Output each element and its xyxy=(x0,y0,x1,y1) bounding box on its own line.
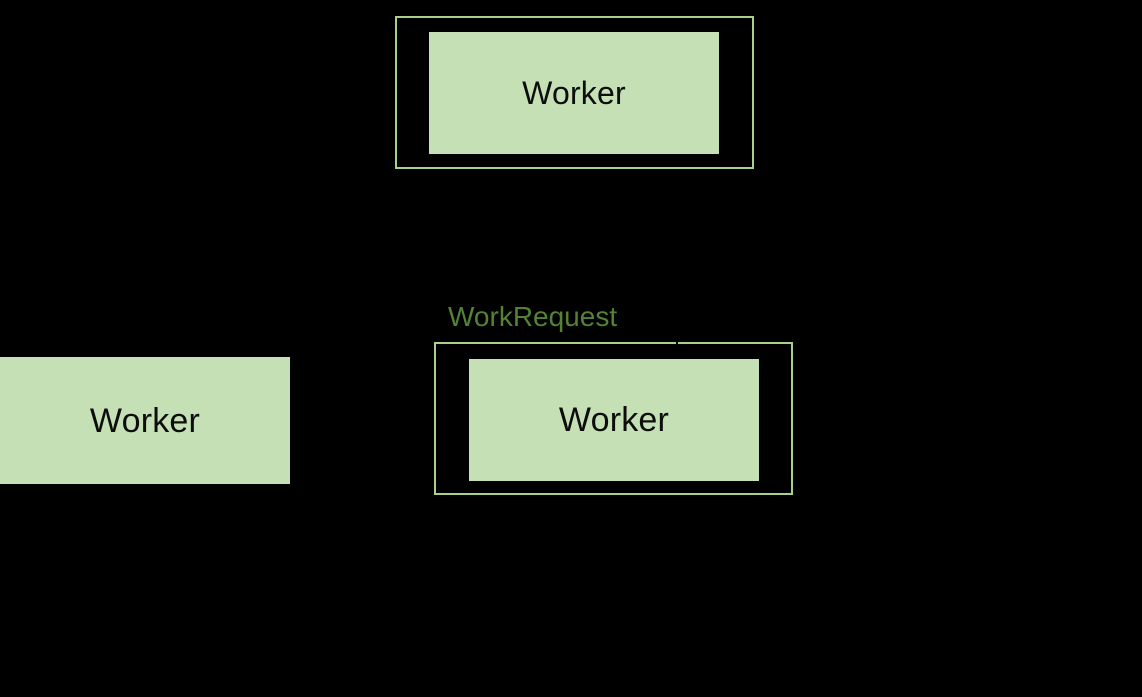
worker-node-top-label: Worker xyxy=(522,75,626,111)
group-frame-top[interactable] xyxy=(395,16,754,169)
group-frame-workrequest[interactable] xyxy=(434,342,793,495)
worker-node-top[interactable]: Worker xyxy=(429,32,719,154)
worker-node-middle[interactable]: Worker xyxy=(469,359,759,481)
worker-node-left-label: Worker xyxy=(89,401,201,440)
worker-node-left[interactable]: Worker xyxy=(0,357,290,484)
frame-border-notch xyxy=(676,342,678,344)
group-caption-workrequest: WorkRequest xyxy=(448,301,618,332)
worker-node-middle-label: Worker xyxy=(558,401,670,439)
